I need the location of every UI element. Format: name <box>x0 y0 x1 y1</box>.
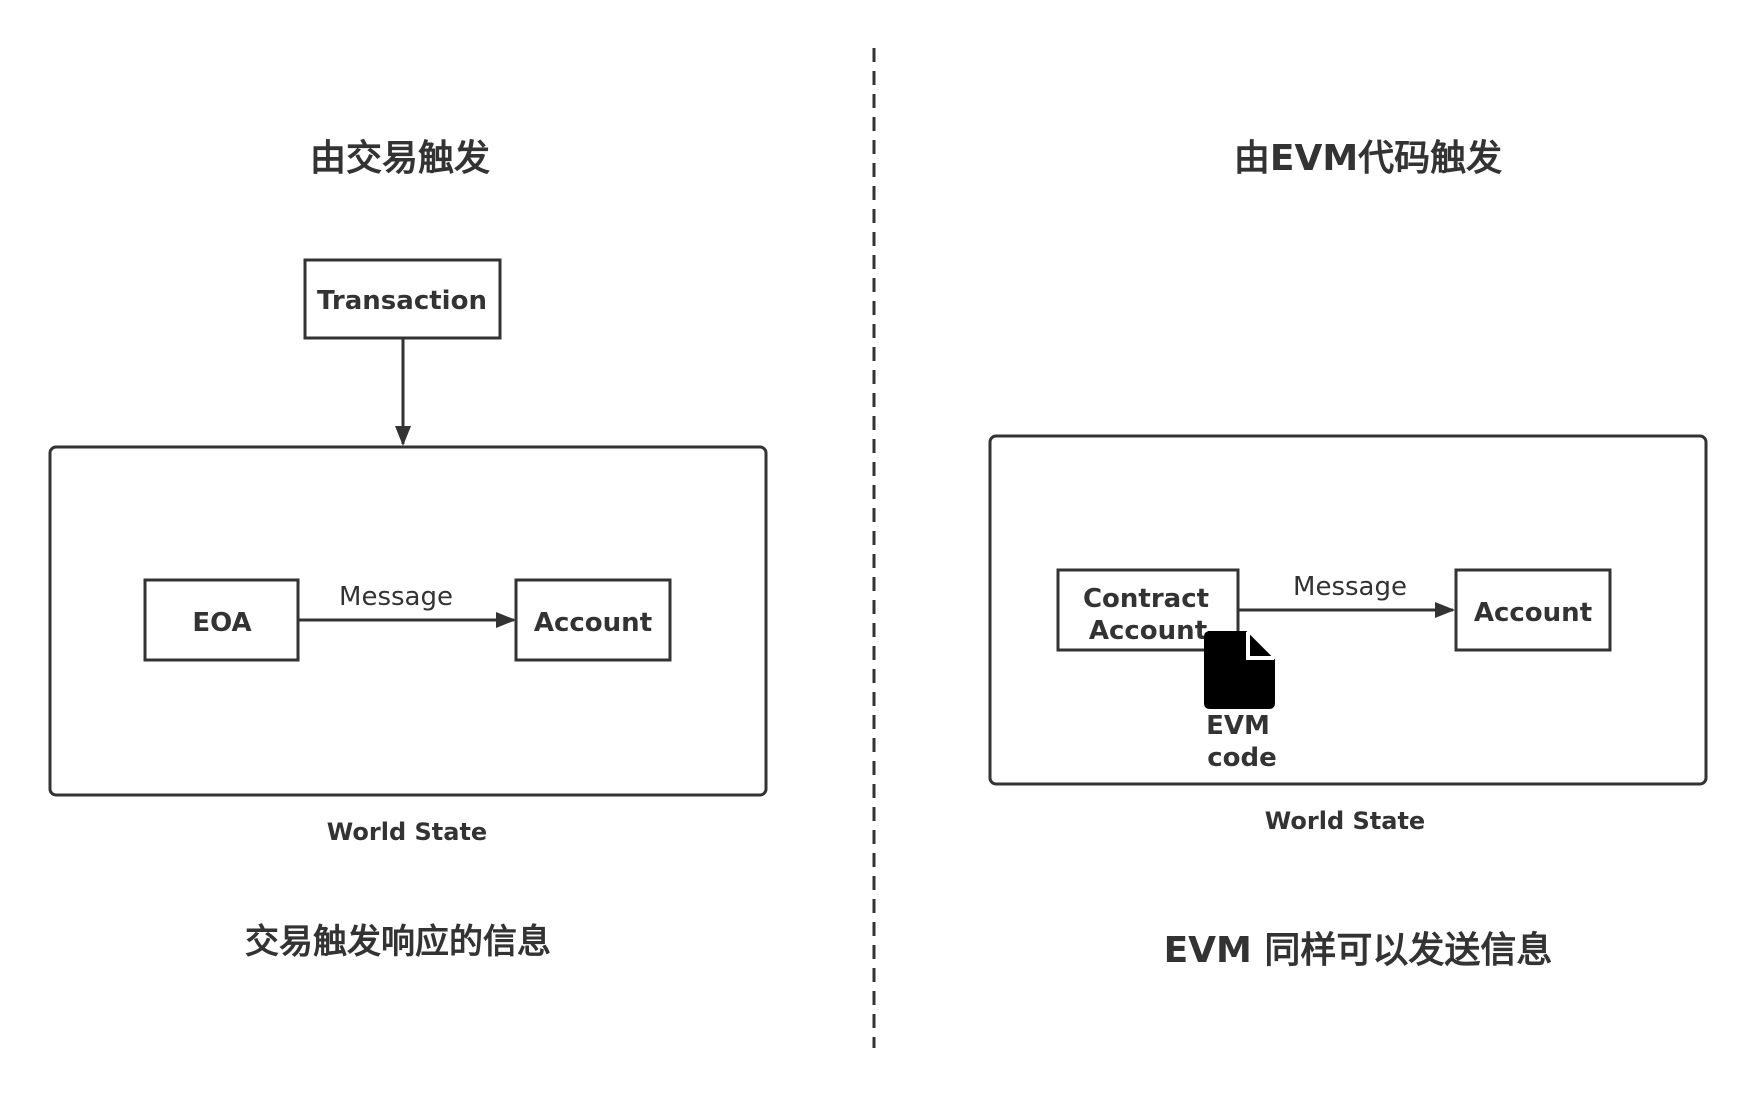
left-caption: 交易触发响应的信息 <box>245 922 551 962</box>
contract-account-label-line1: Contract <box>1083 584 1209 614</box>
right-caption: EVM 同样可以发送信息 <box>1164 930 1553 971</box>
right-panel: 由EVM代码触发 Contract Account EVM code Messa… <box>988 138 1708 971</box>
document-icon <box>1204 631 1275 709</box>
left-heading: 由交易触发 <box>310 137 490 179</box>
right-account-label: Account <box>1474 598 1592 628</box>
left-panel: 由交易触发 Transaction EOA Message Account Wo… <box>48 137 768 962</box>
left-account-label: Account <box>534 608 652 638</box>
right-heading: 由EVM代码触发 <box>1234 138 1502 179</box>
eoa-node: EOA <box>143 578 300 662</box>
evm-code-label-line1: EVM <box>1206 711 1270 741</box>
contract-account-label-line2: Account <box>1089 616 1207 646</box>
evm-code-label-line2: code <box>1207 743 1277 773</box>
right-message-label: Message <box>1293 572 1407 602</box>
right-account-node: Account <box>1454 568 1612 652</box>
left-world-state-label: World State <box>327 818 487 846</box>
transaction-label: Transaction <box>317 286 487 316</box>
left-message-label: Message <box>339 582 453 612</box>
eoa-label: EOA <box>192 608 251 638</box>
left-account-node: Account <box>514 578 672 662</box>
right-world-state-label: World State <box>1265 807 1425 835</box>
transaction-node: Transaction <box>303 258 502 340</box>
